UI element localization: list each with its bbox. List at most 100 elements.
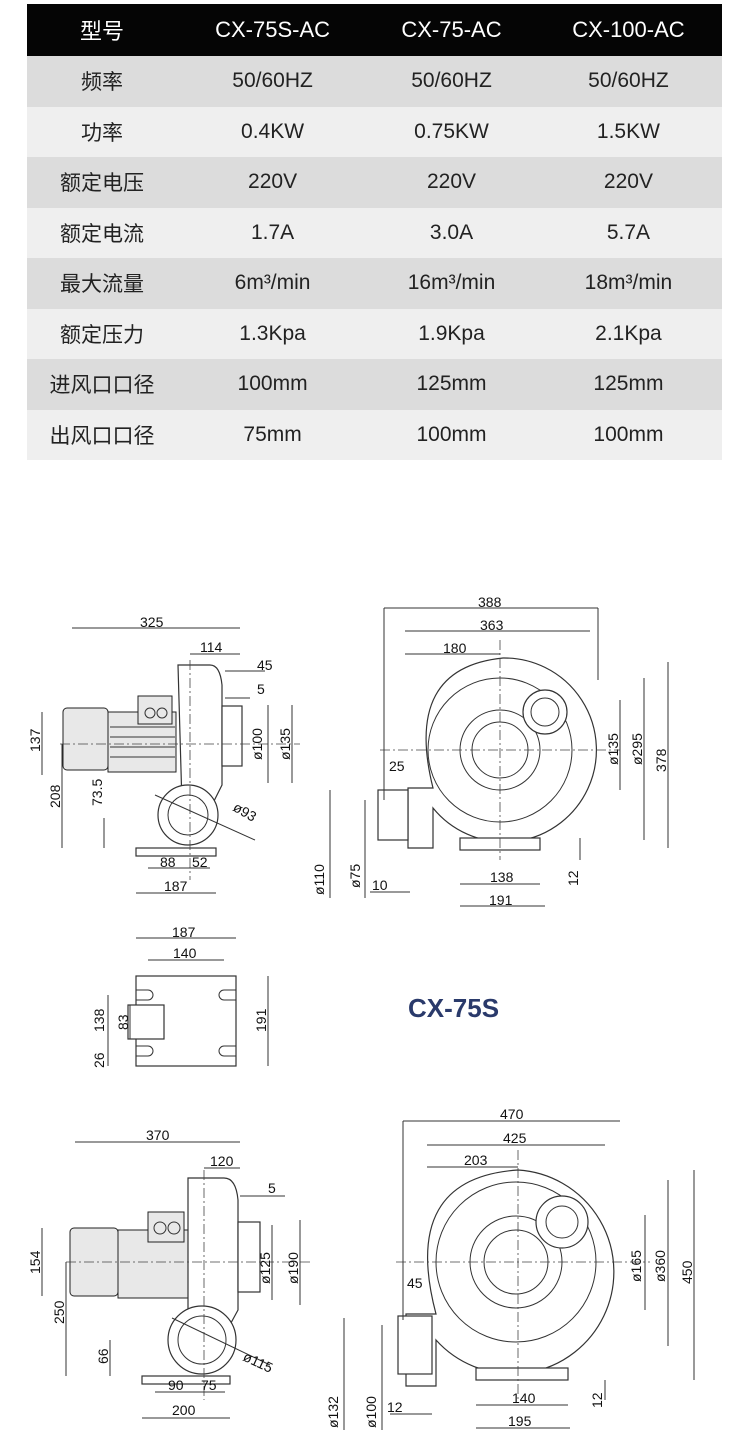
cell-value: 3.0A	[368, 207, 535, 258]
row-label: 进风口口径	[27, 359, 177, 410]
dim-label: ø132	[325, 1396, 341, 1428]
dim-label: 66	[95, 1348, 111, 1364]
dim-label: ø190	[285, 1252, 301, 1284]
dim-label: 200	[172, 1402, 196, 1418]
dim-label: 45	[257, 657, 273, 673]
dim-label: 450	[679, 1260, 695, 1284]
cell-value: 220V	[534, 157, 722, 208]
drawing-75-front: 470 425 203 45 ø165 ø360 450 ø132 ø100 1…	[325, 1106, 695, 1430]
dim-label: 138	[490, 869, 514, 885]
drawing-75s-base: 187 140 138 83 26 191	[91, 924, 269, 1068]
dim-label: 325	[140, 614, 164, 630]
dim-label: 363	[480, 617, 504, 633]
dim-label: ø110	[311, 864, 327, 895]
dim-label: 90	[168, 1377, 184, 1393]
dim-label: 191	[489, 892, 513, 908]
dim-label: 52	[192, 854, 208, 870]
dim-label: 5	[257, 681, 265, 697]
table-header-row: 型号 CX-75S-AC CX-75-AC CX-100-AC	[27, 4, 722, 56]
header-col: CX-100-AC	[534, 4, 722, 56]
dim-label: 250	[51, 1300, 67, 1324]
dim-label: 10	[372, 877, 388, 893]
cell-value: 100mm	[368, 409, 535, 460]
dim-label: ø100	[249, 728, 265, 760]
cell-value: 100mm	[177, 359, 369, 410]
dim-label: 120	[210, 1153, 234, 1169]
cell-value: 16m³/min	[368, 258, 535, 309]
dim-label: 203	[464, 1152, 488, 1168]
cell-value: 220V	[368, 157, 535, 208]
cell-value: 6m³/min	[177, 258, 369, 309]
model-label: CX-75S	[408, 993, 500, 1023]
dim-label: ø295	[629, 733, 645, 765]
cell-value: 220V	[177, 157, 369, 208]
cell-value: 0.4KW	[177, 106, 369, 157]
cell-value: 125mm	[534, 359, 722, 410]
dim-label: ø135	[277, 728, 293, 760]
header-col: CX-75S-AC	[177, 4, 369, 56]
dim-label: 73.5	[89, 779, 105, 806]
dim-label: ø165	[628, 1250, 644, 1282]
row-label: 出风口口径	[27, 409, 177, 460]
dim-label: ø115	[241, 1348, 276, 1376]
dim-label: 425	[503, 1130, 527, 1146]
cell-value: 2.1Kpa	[534, 308, 722, 359]
drawing-75s-front: 388 363 180 25 ø135 ø295 378 ø110 ø75 10…	[311, 594, 669, 908]
dim-label: ø93	[231, 799, 260, 825]
dim-label: 12	[565, 870, 581, 886]
cell-value: 50/60HZ	[534, 56, 722, 107]
header-model: 型号	[27, 4, 177, 56]
dim-label: 140	[173, 945, 197, 961]
cell-value: 1.7A	[177, 207, 369, 258]
dim-label: ø135	[605, 733, 621, 765]
dim-label: 12	[589, 1392, 605, 1408]
dim-label: 12	[387, 1399, 403, 1415]
row-label: 额定电流	[27, 207, 177, 258]
dim-label: 25	[389, 758, 405, 774]
dim-label: ø125	[257, 1252, 273, 1284]
row-label: 功率	[27, 106, 177, 157]
dim-label: 187	[164, 878, 188, 894]
dim-label: 154	[27, 1250, 43, 1274]
dim-label: 26	[91, 1052, 107, 1068]
dim-label: 75	[201, 1377, 217, 1393]
cell-value: 50/60HZ	[177, 56, 369, 107]
dim-label: 180	[443, 640, 467, 656]
cell-value: 50/60HZ	[368, 56, 535, 107]
cell-value: 0.75KW	[368, 106, 535, 157]
dim-label: 5	[268, 1180, 276, 1196]
row-label: 最大流量	[27, 258, 177, 309]
cell-value: 125mm	[368, 359, 535, 410]
row-label: 频率	[27, 56, 177, 107]
dim-label: ø75	[347, 864, 363, 888]
dim-label: 83	[115, 1014, 131, 1030]
dim-label: 388	[478, 594, 502, 610]
cell-value: 5.7A	[534, 207, 722, 258]
dim-label: 191	[253, 1008, 269, 1032]
cell-value: 1.3Kpa	[177, 308, 369, 359]
cell-value: 100mm	[534, 409, 722, 460]
dim-label: 470	[500, 1106, 524, 1122]
cell-value: 18m³/min	[534, 258, 722, 309]
dim-label: 370	[146, 1127, 170, 1143]
dim-label: 138	[91, 1008, 107, 1032]
dim-label: 140	[512, 1390, 536, 1406]
dim-label: 114	[200, 639, 223, 655]
cell-value: 1.9Kpa	[368, 308, 535, 359]
dim-label: ø360	[652, 1250, 668, 1282]
dim-label: 378	[653, 748, 669, 772]
dim-label: 88	[160, 854, 176, 870]
dim-label: ø100	[363, 1396, 379, 1428]
drawing-75s-side: 325 114 45 5 137 208 73.5 ø100 ø135 ø93 …	[27, 614, 300, 894]
row-label: 额定电压	[27, 157, 177, 208]
